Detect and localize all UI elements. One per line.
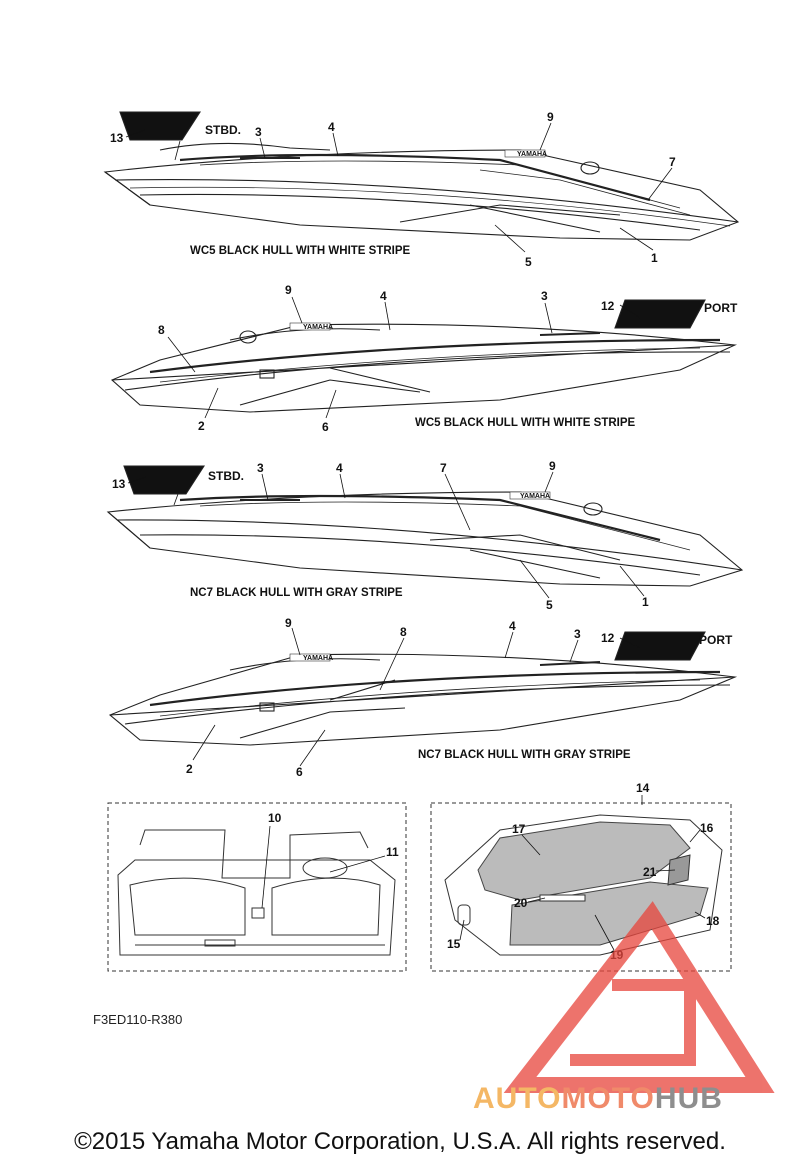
leaders-nc7-stbd	[127, 471, 645, 599]
leaders-wc5-stbd	[125, 122, 673, 253]
watermark-hub: HUB	[654, 1082, 723, 1115]
callout-2-view4: 2	[186, 762, 193, 776]
callout-9-view1: 9	[547, 110, 554, 124]
copyright-notice: ©2015 Yamaha Motor Corporation, U.S.A. A…	[74, 1128, 726, 1155]
leaders-detail-left	[261, 825, 386, 909]
watermark-logo	[503, 901, 775, 1093]
callout-17: 17	[512, 822, 526, 836]
callout-12-view4: 12	[601, 631, 615, 645]
callout-8-view4: 8	[400, 625, 407, 639]
callout-9-view4: 9	[285, 616, 292, 630]
callout-14: 14	[636, 781, 650, 795]
callout-11: 11	[386, 845, 399, 859]
view-wc5-stbd	[103, 111, 740, 241]
callout-5-view3: 5	[546, 598, 553, 612]
callout-6-view4: 6	[296, 765, 303, 779]
brand-view3: YAMAHA	[520, 493, 550, 500]
callout-9-view2: 9	[285, 283, 292, 297]
caption-view4: NC7 BLACK HULL WITH GRAY STRIPE	[418, 749, 631, 761]
stbd-tag-view1: STBD.	[205, 123, 241, 137]
watermark-auto: AUTO	[473, 1082, 562, 1115]
watermark-moto: MOTO	[561, 1082, 655, 1115]
callout-4-view2: 4	[380, 289, 387, 303]
brand-view1: YAMAHA	[517, 151, 547, 158]
detail-right-box	[430, 802, 732, 972]
caption-view2: WC5 BLACK HULL WITH WHITE STRIPE	[415, 417, 636, 429]
callout-16: 16	[700, 821, 714, 835]
brand-view4: YAMAHA	[303, 655, 333, 662]
callout-7-view1: 7	[669, 155, 676, 169]
caption-view1: WC5 BLACK HULL WITH WHITE STRIPE	[190, 245, 411, 257]
callout-13-view3: 13	[112, 477, 126, 491]
callout-8-view2: 8	[158, 323, 165, 337]
port-tag-view4: PORT	[699, 633, 733, 647]
port-tag-view2: PORT	[704, 301, 738, 315]
leaders-nc7-port	[192, 627, 641, 767]
caption-view3: NC7 BLACK HULL WITH GRAY STRIPE	[190, 587, 403, 599]
callout-4-view4: 4	[509, 619, 516, 633]
figure-code: F3ED110-R380	[93, 1012, 183, 1027]
view-wc5-port	[110, 299, 738, 413]
callout-21: 21	[643, 865, 657, 879]
callout-20: 20	[514, 896, 528, 910]
leaders-detail-right	[459, 795, 706, 951]
callout-9-view3: 9	[549, 459, 556, 473]
callout-12-view2: 12	[601, 299, 615, 313]
callout-2-view2: 2	[198, 419, 205, 433]
callout-3-view3: 3	[257, 461, 264, 475]
callout-5-view1: 5	[525, 255, 532, 269]
callout-1-view1: 1	[651, 251, 658, 265]
callout-18: 18	[706, 914, 720, 928]
brand-view2: YAMAHA	[303, 324, 333, 331]
view-nc7-stbd	[106, 465, 744, 587]
view-nc7-port	[108, 631, 738, 746]
callout-3-view4: 3	[574, 627, 581, 641]
detail-left-box	[107, 802, 407, 972]
leaders-wc5-port	[167, 296, 641, 419]
callout-15: 15	[447, 937, 461, 951]
callout-13-view1: 13	[110, 131, 124, 145]
stbd-tag-view3: STBD.	[208, 469, 244, 483]
callout-3-view2: 3	[541, 289, 548, 303]
callout-7-view3: 7	[440, 461, 447, 475]
callout-10: 10	[268, 811, 282, 825]
callout-3-view1: 3	[255, 125, 262, 139]
callout-4-view3: 4	[336, 461, 343, 475]
watermark-text: AUTOMOTOHUB	[473, 1082, 723, 1116]
callout-4-view1: 4	[328, 120, 335, 134]
callout-1-view3: 1	[642, 595, 649, 609]
callout-6-view2: 6	[322, 420, 329, 434]
